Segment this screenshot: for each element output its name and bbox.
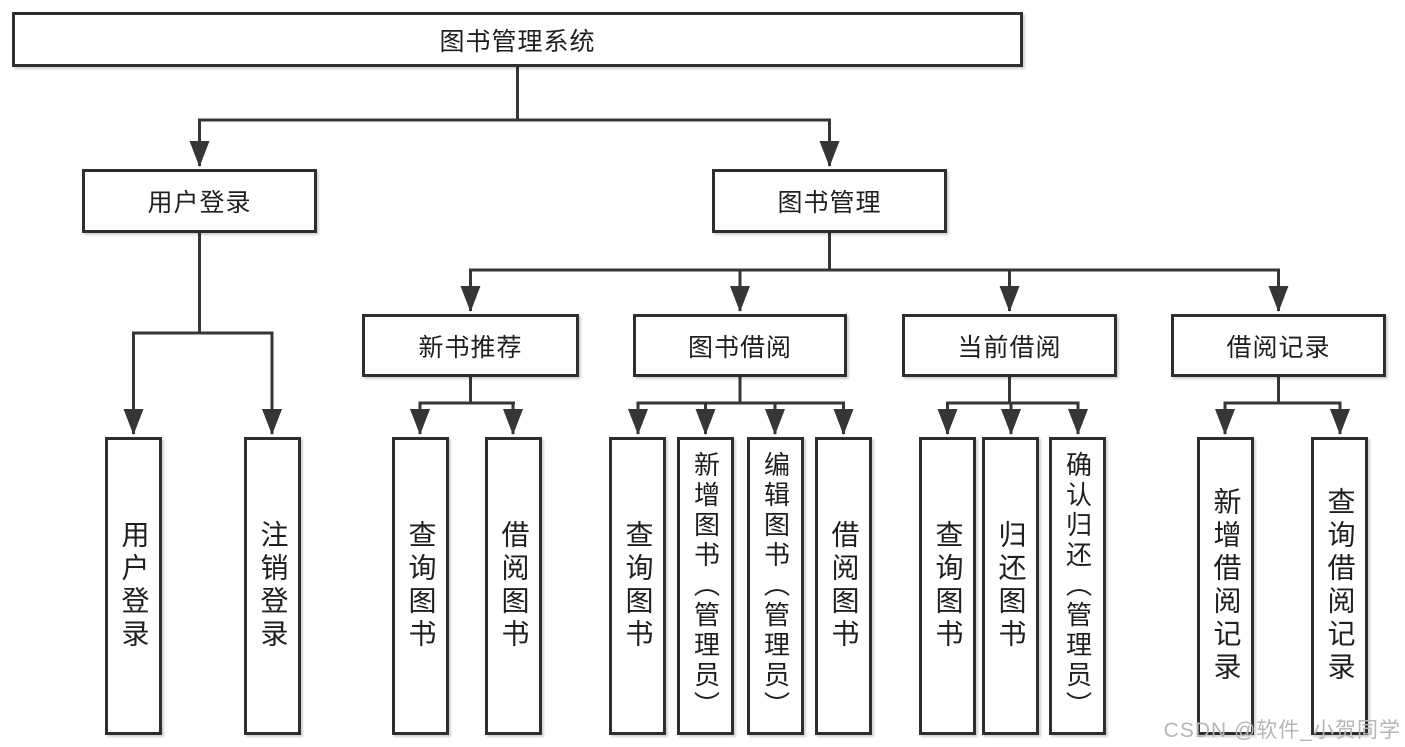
leaf-confirm-return-admin: 确认归还（管理员） xyxy=(1049,437,1106,735)
leaf-query-books-current: 查询图书 xyxy=(919,437,976,735)
node-borrowing-records: 借阅记录 xyxy=(1171,314,1386,377)
leaf-borrow-books-recommend: 借阅图书 xyxy=(485,437,542,735)
leaf-query-books-borrowing: 查询图书 xyxy=(609,437,666,735)
node-book-management: 图书管理 xyxy=(712,169,947,233)
node-user-login: 用户登录 xyxy=(82,169,317,233)
leaf-query-borrow-record: 查询借阅记录 xyxy=(1311,437,1368,735)
leaf-edit-books-admin: 编辑图书（管理员） xyxy=(747,437,804,735)
node-root: 图书管理系统 xyxy=(12,12,1023,67)
leaf-add-borrow-record: 新增借阅记录 xyxy=(1197,437,1254,735)
leaf-query-books-recommend: 查询图书 xyxy=(392,437,449,735)
node-book-borrowing: 图书借阅 xyxy=(633,314,847,377)
node-current-borrowing: 当前借阅 xyxy=(902,314,1117,377)
node-new-book-recommendation: 新书推荐 xyxy=(362,314,579,377)
leaf-user-login: 用户登录 xyxy=(105,437,162,735)
watermark: CSDN @软件_小贺同学 xyxy=(1163,719,1401,742)
leaf-add-books-admin: 新增图书（管理员） xyxy=(677,437,734,735)
leaf-borrow-books: 借阅图书 xyxy=(815,437,872,735)
leaf-logout: 注销登录 xyxy=(244,437,301,735)
leaf-return-books: 归还图书 xyxy=(982,437,1039,735)
